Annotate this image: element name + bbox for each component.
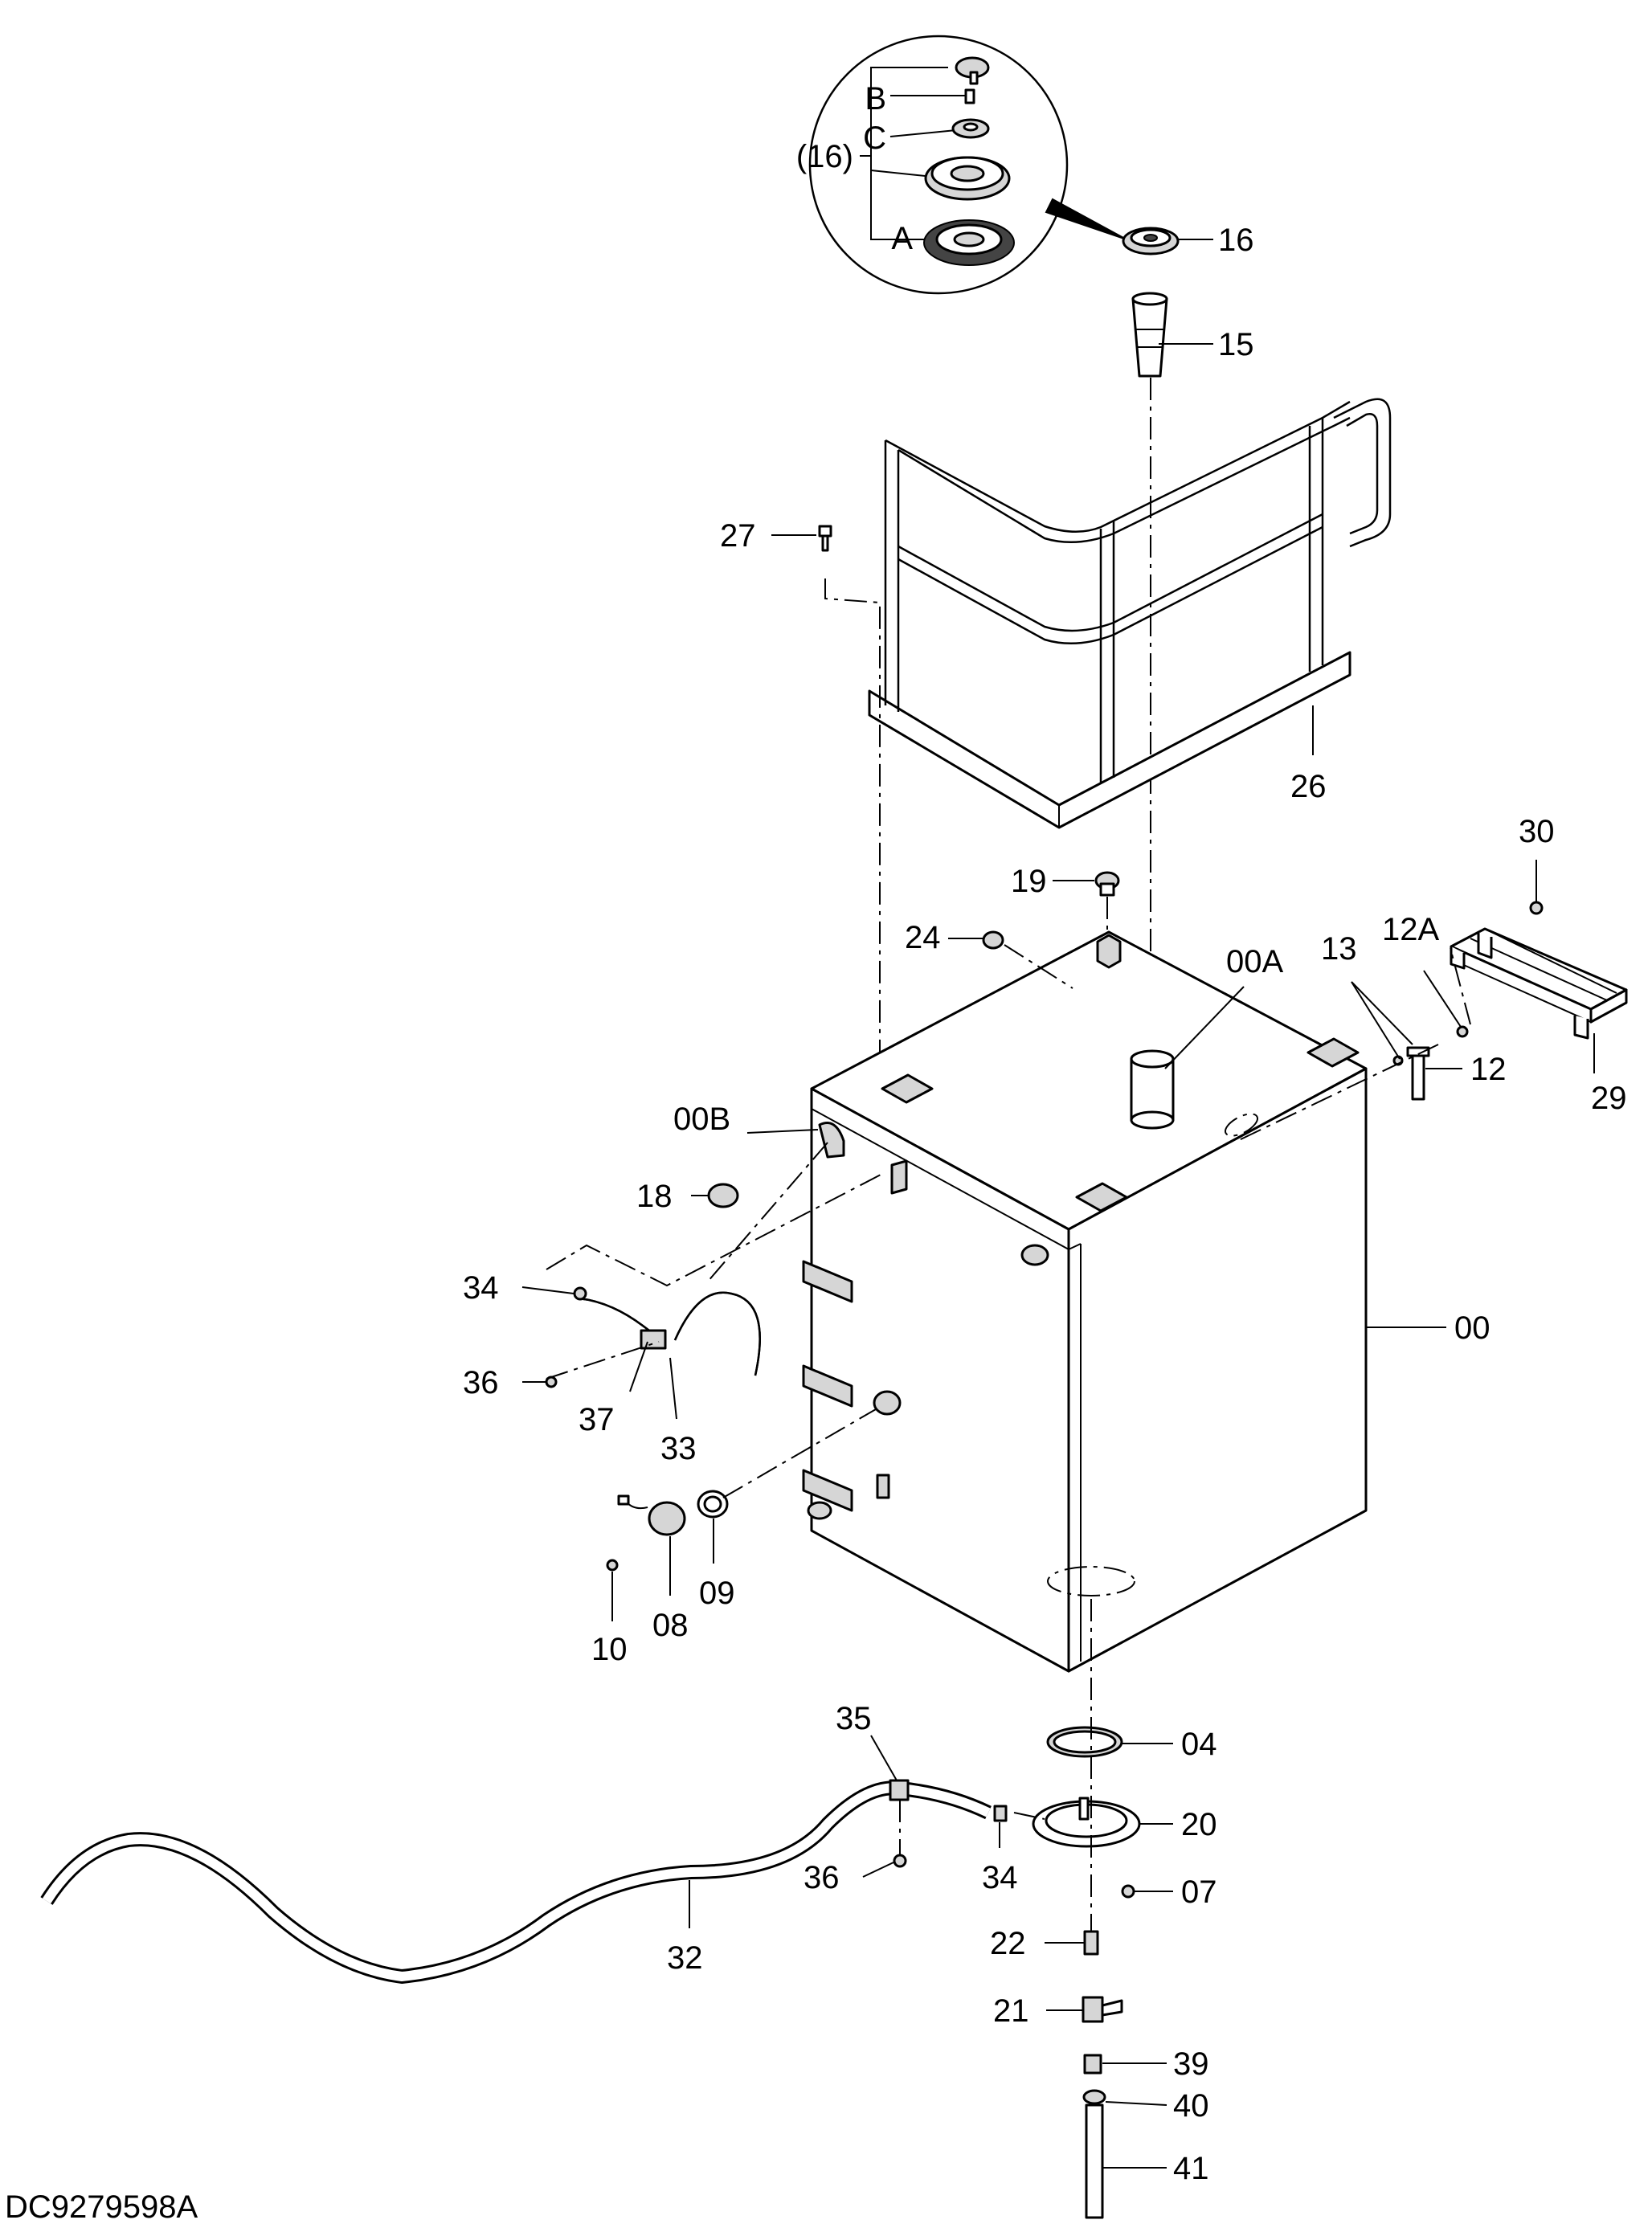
diagram-code: DC9279598A: [5, 2189, 198, 2225]
callout-19: 19: [1011, 864, 1047, 899]
callout-27: 27: [720, 518, 756, 554]
callout-30: 30: [1519, 814, 1555, 849]
callout-18: 18: [636, 1179, 673, 1214]
fitting-22: [1083, 1930, 1099, 1956]
step-29: [1450, 927, 1628, 1040]
clamp-34a: [573, 1286, 587, 1301]
callout-40: 40: [1173, 2088, 1209, 2124]
sub-label-a: A: [891, 221, 913, 256]
fitting-24: [982, 930, 1004, 950]
valve-21: [1082, 1996, 1123, 2023]
callout-13: 13: [1321, 931, 1357, 967]
sensor-08: [617, 1494, 686, 1536]
bracket-12: [1406, 1046, 1430, 1101]
callout-29: 29: [1591, 1081, 1627, 1116]
plate-20: [1032, 1797, 1141, 1848]
hose-33: [578, 1291, 761, 1376]
callout-04: 04: [1181, 1727, 1217, 1762]
callout-33: 33: [660, 1431, 697, 1466]
bolt-10: [606, 1559, 619, 1572]
callout-15: 15: [1218, 327, 1254, 362]
callout-32: 32: [667, 1940, 703, 1976]
callout-21: 21: [993, 1993, 1029, 2029]
hose-32: [40, 1779, 1008, 1985]
callout-36a: 36: [463, 1365, 499, 1400]
callout-37: 37: [579, 1402, 615, 1437]
group-label-16: (16): [796, 139, 853, 174]
callout-22: 22: [990, 1926, 1026, 1961]
callout-09: 09: [699, 1576, 735, 1611]
callout-41: 41: [1173, 2151, 1209, 2186]
callout-34a: 34: [463, 1270, 499, 1306]
gasket-04: [1046, 1726, 1123, 1758]
callout-36b: 36: [804, 1860, 840, 1895]
bolt-36a: [545, 1376, 558, 1388]
fitting-39: [1083, 2054, 1102, 2075]
sub-label-c: C: [863, 121, 886, 156]
tank-00: [802, 930, 1368, 1673]
callout-20: 20: [1181, 1807, 1217, 1842]
gasket-09: [697, 1490, 729, 1519]
callout-12: 12: [1470, 1052, 1507, 1087]
fitting-40: [1082, 2089, 1106, 2105]
callout-12A: 12A: [1382, 912, 1439, 947]
callout-39: 39: [1173, 2046, 1209, 2082]
leader-lines: [521, 239, 1595, 2169]
callout-labels: 16 15 27 26 19 24 00A 13 12A 30 29 12 00…: [463, 223, 1627, 2186]
bolt-30: [1529, 901, 1544, 915]
callout-34b: 34: [982, 1860, 1018, 1895]
bolt-27: [818, 525, 832, 552]
bolt-36b: [893, 1854, 907, 1868]
callout-26: 26: [1290, 769, 1327, 804]
callout-07: 07: [1181, 1874, 1217, 1910]
callout-35: 35: [836, 1701, 872, 1736]
handrail-26: [868, 398, 1392, 829]
detail-view-16: B C (16) A: [796, 35, 1127, 295]
plug-18: [707, 1183, 739, 1208]
callout-16: 16: [1218, 223, 1254, 258]
bolt-12A: [1456, 1025, 1469, 1038]
strainer-15: [1131, 292, 1168, 378]
callout-00A: 00A: [1226, 944, 1283, 979]
callout-10: 10: [591, 1632, 628, 1667]
cap-16: [1122, 227, 1180, 256]
callout-00: 00: [1454, 1310, 1490, 1346]
plug-19: [1094, 871, 1120, 897]
callout-24: 24: [905, 920, 941, 955]
sub-label-b: B: [865, 81, 886, 117]
pipe-41: [1085, 2103, 1104, 2219]
bolt-07: [1121, 1884, 1135, 1899]
callout-08: 08: [652, 1608, 689, 1643]
callout-00B: 00B: [673, 1102, 730, 1137]
